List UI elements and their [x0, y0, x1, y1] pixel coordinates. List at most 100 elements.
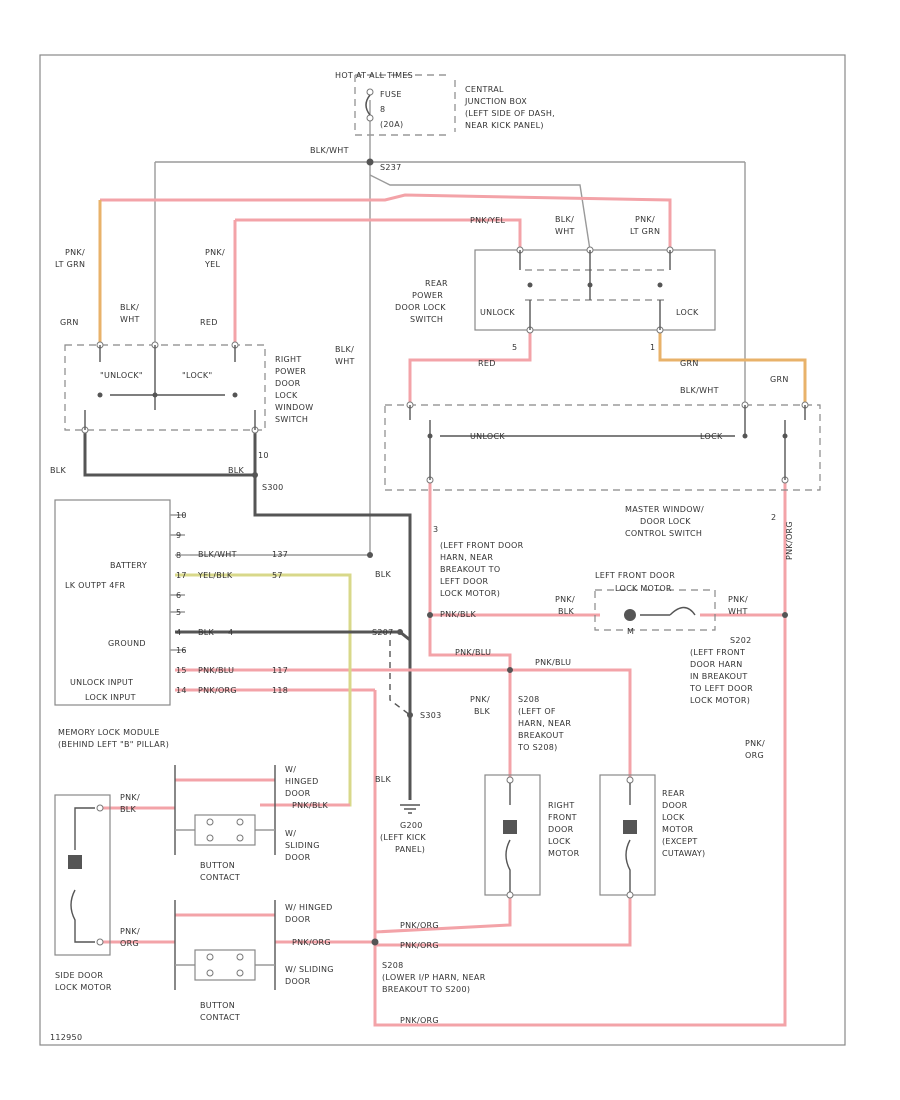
- svg-text:REAR: REAR: [662, 789, 685, 798]
- button-contact-top: BUTTON CONTACT W/ HINGED DOOR W/ SLIDING…: [174, 765, 319, 882]
- svg-text:(LEFT FRONT: (LEFT FRONT: [690, 648, 745, 657]
- wire-label-blk-ground: BLK: [198, 628, 215, 637]
- wire-label-pnk-wht-0: PNK/: [728, 595, 748, 604]
- svg-text:SIDE DOOR: SIDE DOOR: [55, 971, 103, 980]
- s202-label: S202 (LEFT FRONT DOOR HARN IN BREAKOUT T…: [689, 636, 753, 705]
- svg-text:16: 16: [176, 646, 187, 655]
- wire-label-grn-t: GRN: [60, 318, 79, 327]
- wire-label-pnk-blk-1: BLK: [558, 607, 575, 616]
- svg-text:W/ SLIDING: W/ SLIDING: [285, 965, 334, 974]
- wire-label-pnk-blk-2-0: PNK/: [470, 695, 490, 704]
- svg-text:15: 15: [176, 666, 187, 675]
- svg-text:LOCK: LOCK: [662, 813, 685, 822]
- svg-text:CONTACT: CONTACT: [200, 873, 240, 882]
- svg-text:14: 14: [176, 686, 187, 695]
- wire-label-pnk-ltgrn-0: PNK/: [65, 248, 85, 257]
- svg-text:DOOR: DOOR: [285, 977, 311, 986]
- svg-text:(LEFT FRONT DOOR: (LEFT FRONT DOOR: [440, 541, 524, 550]
- fuse-rating: (20A): [380, 120, 403, 129]
- diagram-border: [39, 54, 846, 1046]
- wire-label-pnk-blk-top: PNK/BLK: [292, 801, 328, 810]
- svg-text:DOOR: DOOR: [275, 379, 301, 388]
- wire-label-blk-wht-m: BLK/WHT: [680, 386, 719, 395]
- wire-label-pnk-org-h: PNK/ORG: [198, 686, 237, 695]
- circuit-5: 5: [512, 343, 517, 352]
- svg-text:JUNCTION BOX: JUNCTION BOX: [464, 97, 527, 106]
- fuse-label: FUSE: [380, 90, 402, 99]
- circuit-2: 2: [771, 513, 776, 522]
- wire-pnk-org-side: [100, 913, 377, 1025]
- svg-text:LOCK INPUT: LOCK INPUT: [85, 693, 136, 702]
- wire-label-red-2: RED: [478, 359, 496, 368]
- svg-text:(LEFT KICK: (LEFT KICK: [380, 833, 426, 842]
- svg-text:LK OUTPT 4FR: LK OUTPT 4FR: [65, 581, 126, 590]
- svg-text:DOOR: DOOR: [548, 825, 574, 834]
- svg-text:NEAR KICK PANEL): NEAR KICK PANEL): [465, 121, 544, 130]
- left-front-splice-label: (LEFT FRONT DOOR HARN, NEAR BREAKOUT TO …: [440, 541, 524, 598]
- svg-text:M: M: [627, 627, 634, 636]
- svg-text:6: 6: [176, 591, 181, 600]
- svg-text:HARN, NEAR: HARN, NEAR: [440, 553, 493, 562]
- wire-pnk-yel: [233, 218, 522, 345]
- svg-text:CENTRAL: CENTRAL: [465, 85, 504, 94]
- circuit-10: 10: [258, 451, 269, 460]
- memory-lock-module: 10 9 8 17 6 5 4 16 15 14 BATTERY LK OUTP…: [54, 499, 187, 749]
- svg-text:UNLOCK INPUT: UNLOCK INPUT: [70, 678, 133, 687]
- wire-blk-wht-feed: [154, 100, 746, 556]
- wire-label-pnk-blu-r: PNK/BLU: [455, 648, 491, 657]
- wire-red: [408, 330, 532, 405]
- wire-label-pnk-blu: PNK/BLU: [198, 666, 234, 675]
- wire-label-blk-dash: BLK: [375, 570, 392, 579]
- svg-text:LEFT DOOR: LEFT DOOR: [440, 577, 489, 586]
- splice-s303: [407, 712, 413, 718]
- svg-text:FRONT: FRONT: [548, 813, 577, 822]
- svg-text:IN BREAKOUT: IN BREAKOUT: [690, 672, 748, 681]
- wire-label-pnk-org-rf: PNK/ORG: [400, 921, 439, 930]
- svg-text:W/: W/: [285, 829, 296, 838]
- svg-text:BREAKOUT TO: BREAKOUT TO: [440, 565, 500, 574]
- wire-label-grn-r: GRN: [680, 359, 699, 368]
- svg-text:(LEFT SIDE OF DASH,: (LEFT SIDE OF DASH,: [465, 109, 555, 118]
- svg-text:RIGHT: RIGHT: [548, 801, 575, 810]
- wire-label-pnk-ltgrn-h-0: PNK/: [635, 215, 655, 224]
- svg-text:MASTER WINDOW/: MASTER WINDOW/: [625, 505, 704, 514]
- s208-right-label: S208 (LEFT OF HARN, NEAR BREAKOUT TO S20…: [517, 695, 571, 752]
- wire-label-grn-v-1: ORG: [745, 751, 764, 760]
- svg-text:LOCK MOTOR): LOCK MOTOR): [440, 589, 500, 598]
- svg-text:W/: W/: [285, 765, 296, 774]
- wire-pnk-org-rf-bottom: [374, 895, 512, 934]
- svg-text:DOOR: DOOR: [285, 789, 311, 798]
- circuit-137: 137: [272, 550, 288, 559]
- wire-label-pnk-wht-1: WHT: [728, 607, 748, 616]
- button-contact-bottom: BUTTON CONTACT W/ HINGED DOOR W/ SLIDING…: [174, 900, 334, 1022]
- wire-label-blk-wht-v-0: BLK/: [555, 215, 574, 224]
- svg-text:DOOR LOCK: DOOR LOCK: [395, 303, 446, 312]
- svg-text:MOTOR: MOTOR: [662, 825, 694, 834]
- motor-icon: [623, 820, 637, 834]
- svg-text:TO S208): TO S208): [517, 743, 558, 752]
- wire-label-blk-wht-v-1: WHT: [555, 227, 575, 236]
- svg-text:TO LEFT DOOR: TO LEFT DOOR: [689, 684, 753, 693]
- svg-text:10: 10: [176, 511, 187, 520]
- wire-label-grn-rr: GRN: [770, 375, 789, 384]
- svg-text:BATTERY: BATTERY: [110, 561, 147, 570]
- splice-s208-bottom: [371, 938, 379, 946]
- left-front-door-lock-motor: LEFT FRONT DOOR LOCK MOTOR M: [594, 571, 716, 636]
- circuit-117: 117: [272, 666, 288, 675]
- svg-text:W/ HINGED: W/ HINGED: [285, 903, 333, 912]
- wire-label-blk-wht-mid-1: WHT: [335, 357, 355, 366]
- wire-label-side-pnk-blk-0: PNK/: [120, 793, 140, 802]
- circuit-4: 4: [228, 628, 233, 637]
- wire-label-blk: BLK: [50, 466, 67, 475]
- wire-blk-wht-rear: [369, 174, 591, 251]
- wire-label-grn-v-0: PNK/: [745, 739, 765, 748]
- splice-s303-label: S303: [420, 711, 442, 720]
- splice-s300: [252, 472, 258, 478]
- svg-text:POWER: POWER: [275, 367, 306, 376]
- svg-text:BREAKOUT: BREAKOUT: [518, 731, 564, 740]
- motor-icon: [503, 820, 517, 834]
- svg-text:LOCK: LOCK: [275, 391, 298, 400]
- svg-text:(LEFT OF: (LEFT OF: [518, 707, 556, 716]
- wire-label-yel-blk: YEL/BLK: [197, 571, 233, 580]
- svg-text:8: 8: [176, 551, 181, 560]
